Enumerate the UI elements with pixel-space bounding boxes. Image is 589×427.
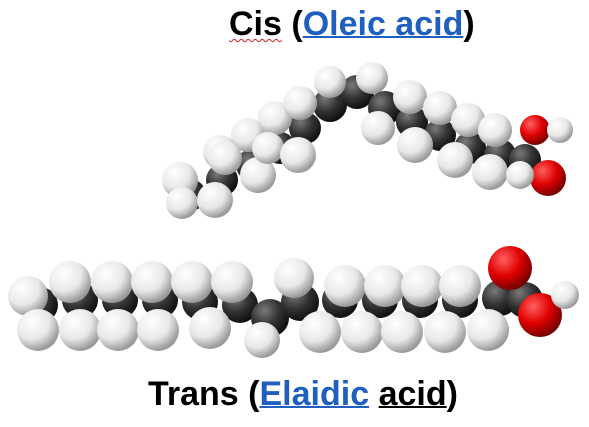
hydrogen-atom — [393, 80, 427, 114]
hydrogen-atom — [166, 187, 198, 219]
oxygen-atom — [518, 293, 562, 337]
hydrogen-atom — [280, 137, 316, 173]
hydrogen-atom — [478, 113, 512, 147]
hydrogen-atom — [197, 182, 233, 218]
cis-label: Cis — [229, 5, 282, 43]
hydrogen-atom — [258, 101, 292, 135]
hydrogen-atom — [424, 311, 466, 353]
hydrogen-atom — [49, 261, 91, 303]
trans-space — [369, 375, 378, 413]
cis-caption: Cis (Oleic acid) — [229, 4, 475, 44]
hydrogen-atom — [361, 111, 395, 145]
trans-open-paren: ( — [238, 375, 260, 413]
hydrogen-atom — [324, 265, 366, 307]
oleic-acid-link[interactable]: Oleic acid — [302, 5, 464, 43]
hydrogen-atom — [547, 117, 573, 143]
hydrogen-atom — [131, 261, 173, 303]
carbon-atom — [313, 88, 347, 122]
cis-open-paren: ( — [281, 5, 303, 43]
trans-caption: Trans (Elaidic acid) — [148, 374, 458, 414]
hydrogen-atom — [189, 307, 231, 349]
hydrogen-atom — [472, 154, 508, 190]
hydrogen-atom — [274, 258, 314, 298]
hydrogen-atom — [341, 311, 383, 353]
hydrogen-atom — [451, 103, 485, 137]
hydrogen-atom — [252, 132, 284, 164]
hydrogen-atom — [467, 309, 509, 351]
hydrogen-atom — [137, 309, 179, 351]
hydrogen-atom — [244, 322, 280, 358]
hydrogen-atom — [364, 265, 406, 307]
hydrogen-atom — [240, 157, 276, 193]
hydrogen-atom — [437, 142, 473, 178]
hydrogen-atom — [401, 265, 443, 307]
acid-word: acid — [378, 375, 447, 413]
hydrogen-atom — [397, 127, 433, 163]
cis-close-paren: ) — [463, 5, 475, 43]
hydrogen-atom — [59, 309, 101, 351]
hydrogen-atom — [551, 281, 579, 309]
hydrogen-atom — [17, 309, 59, 351]
hydrogen-atom — [208, 141, 242, 175]
hydrogen-atom — [8, 276, 48, 316]
hydrogen-atom — [171, 261, 213, 303]
hydrogen-atom — [283, 86, 317, 120]
hydrogen-atom — [381, 311, 423, 353]
oxygen-atom — [488, 246, 532, 290]
hydrogen-atom — [91, 261, 133, 303]
hydrogen-atom — [97, 309, 139, 351]
hydrogen-atom — [439, 265, 481, 307]
trans-label: Trans — [148, 375, 239, 413]
hydrogen-atom — [314, 66, 346, 98]
oxygen-atom — [520, 115, 550, 145]
hydrogen-atom — [211, 261, 253, 303]
hydrogen-atom — [423, 91, 457, 125]
elaidic-link[interactable]: Elaidic — [259, 375, 370, 413]
trans-close-paren: ) — [446, 375, 458, 413]
hydrogen-atom — [506, 161, 534, 189]
carbon-atom — [289, 112, 321, 144]
oxygen-atom — [530, 160, 566, 196]
hydrogen-atom — [356, 62, 388, 94]
hydrogen-atom — [299, 311, 341, 353]
